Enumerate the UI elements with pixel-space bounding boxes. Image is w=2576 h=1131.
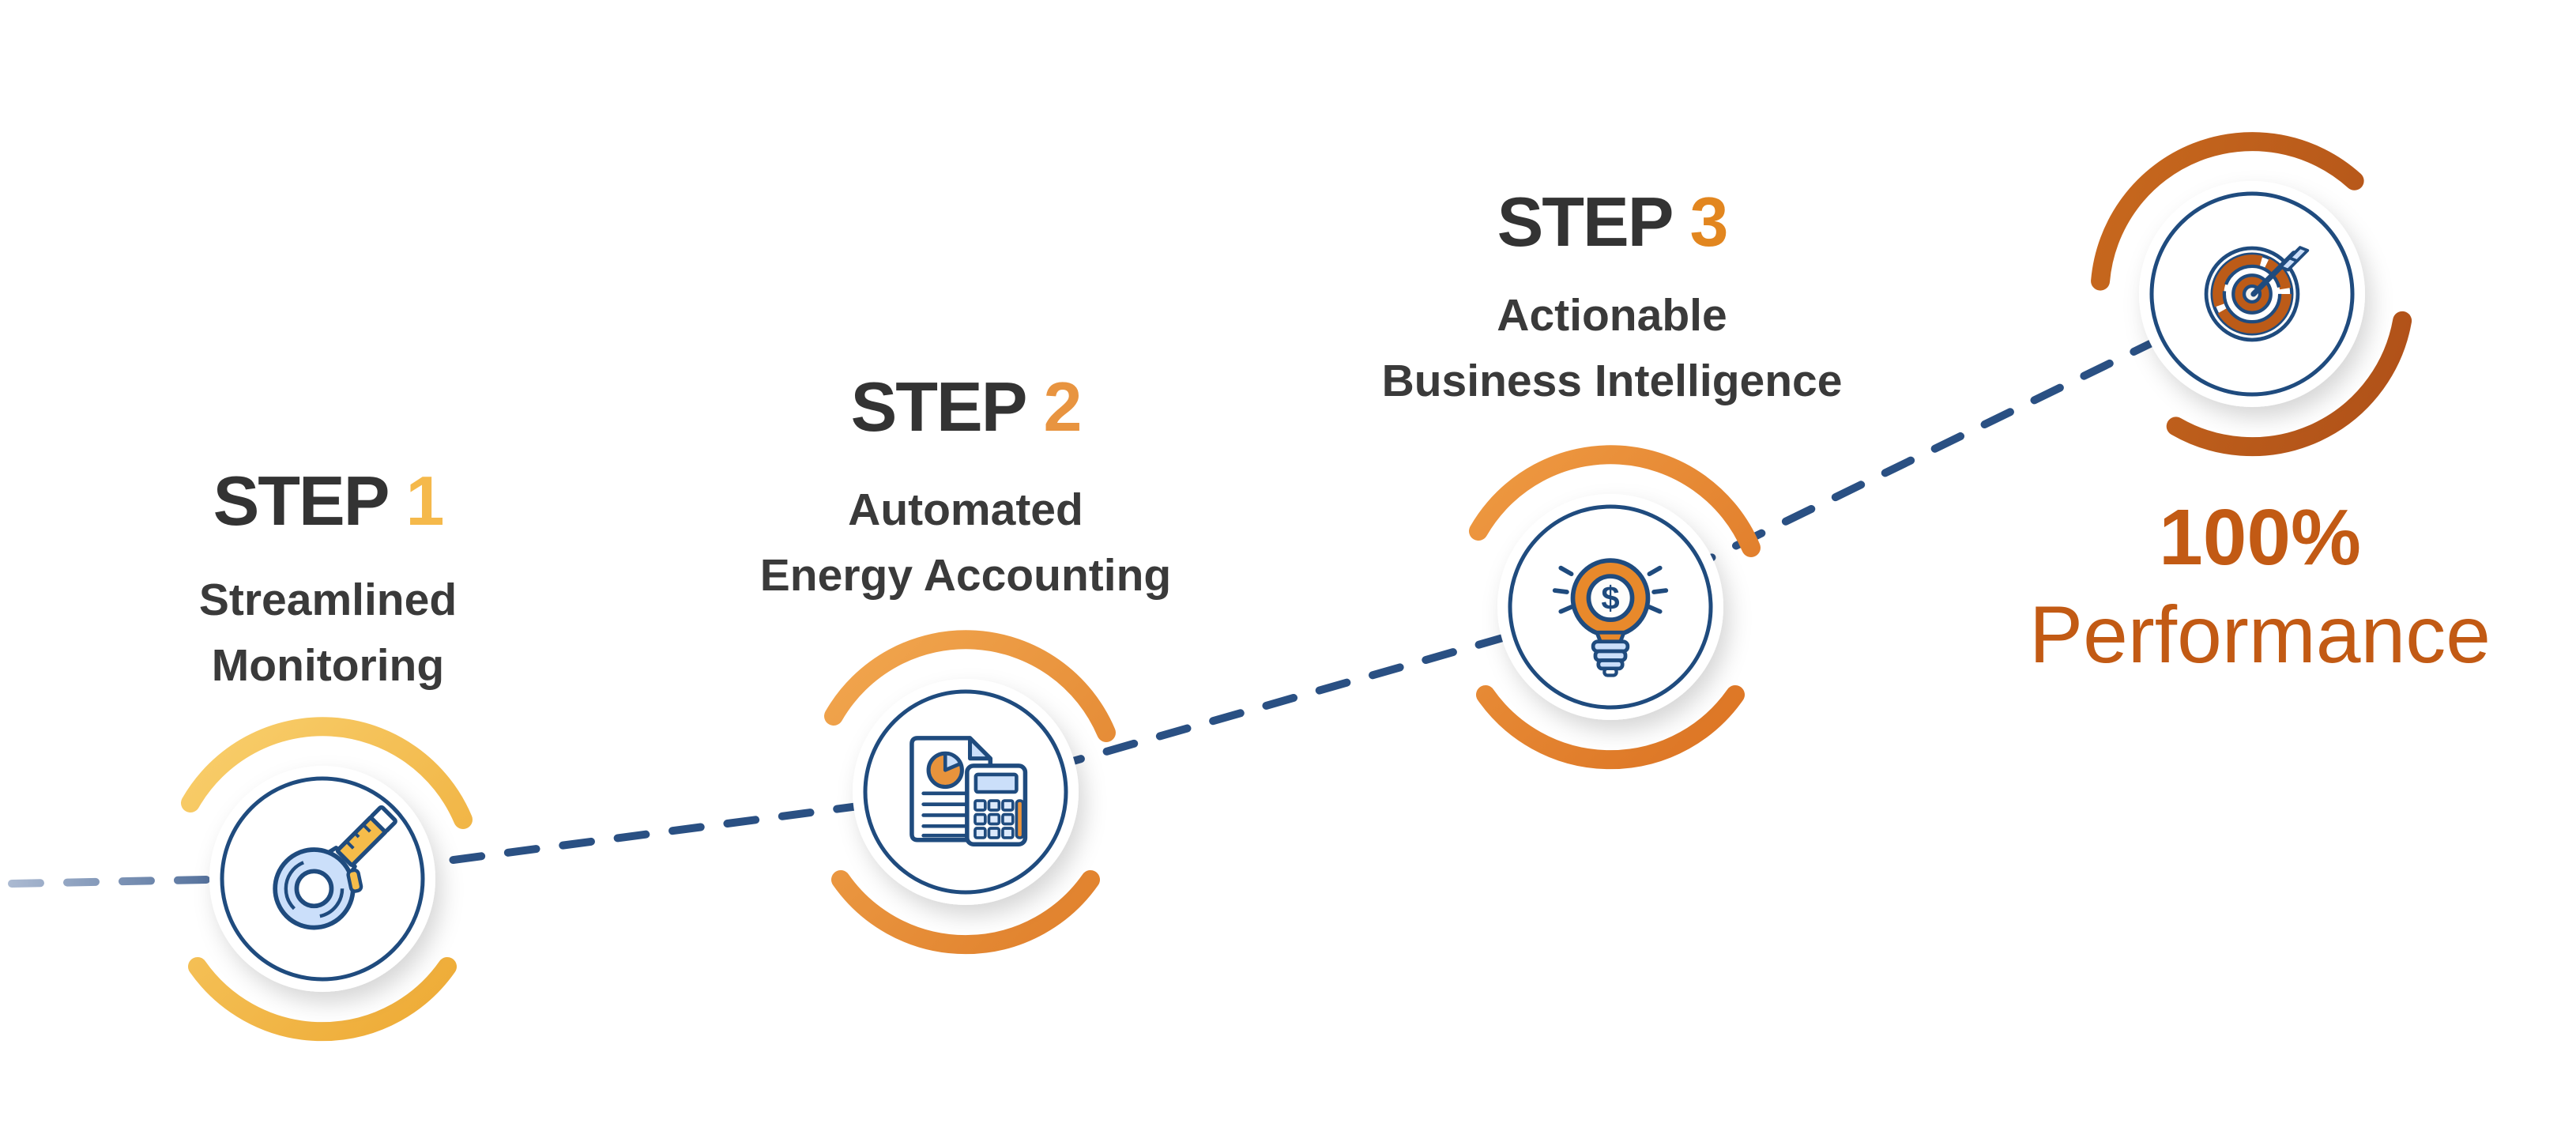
step2-title: Automated Energy Accounting bbox=[760, 477, 1171, 608]
step2-title-line2: Energy Accounting bbox=[759, 549, 1172, 601]
step2-title-line1: Automated bbox=[848, 484, 1083, 535]
step2-badge bbox=[824, 630, 1116, 955]
step1-badge bbox=[181, 717, 473, 1042]
target-arrow-icon bbox=[2204, 246, 2310, 342]
step3-badge: $ bbox=[1469, 445, 1761, 770]
document-calculator-icon bbox=[910, 736, 1028, 847]
step1-title-line1: Streamlined bbox=[198, 575, 458, 625]
step1-number: 1 bbox=[405, 462, 444, 540]
step1-title-line2: Monitoring bbox=[211, 639, 445, 691]
step3-number: 3 bbox=[1689, 183, 1728, 261]
step1-word: STEP bbox=[213, 462, 390, 540]
step2-arc-ring bbox=[824, 630, 1116, 955]
result-value: 100% bbox=[2159, 493, 2361, 582]
svg-text:$: $ bbox=[1601, 579, 1619, 616]
step3-title-line1: Actionable bbox=[1497, 290, 1727, 341]
step3-word: STEP bbox=[1497, 183, 1674, 261]
result-label: Performance bbox=[2029, 590, 2491, 680]
step1-arc-ring bbox=[181, 717, 473, 1042]
step3-title: Actionable Business Intelligence bbox=[1382, 283, 1843, 413]
result-badge bbox=[2091, 132, 2412, 457]
step3-title-line2: Business Intelligence bbox=[1381, 355, 1843, 406]
result-arc-ring bbox=[2091, 132, 2412, 457]
step2-number: 2 bbox=[1043, 368, 1082, 446]
step1-title: Streamlined Monitoring bbox=[199, 567, 457, 698]
tape-measure-icon bbox=[273, 805, 397, 930]
step2-word: STEP bbox=[850, 368, 1028, 446]
step3-arc-ring bbox=[1469, 445, 1761, 770]
dollar-lightbulb-icon: $ bbox=[1552, 558, 1669, 677]
